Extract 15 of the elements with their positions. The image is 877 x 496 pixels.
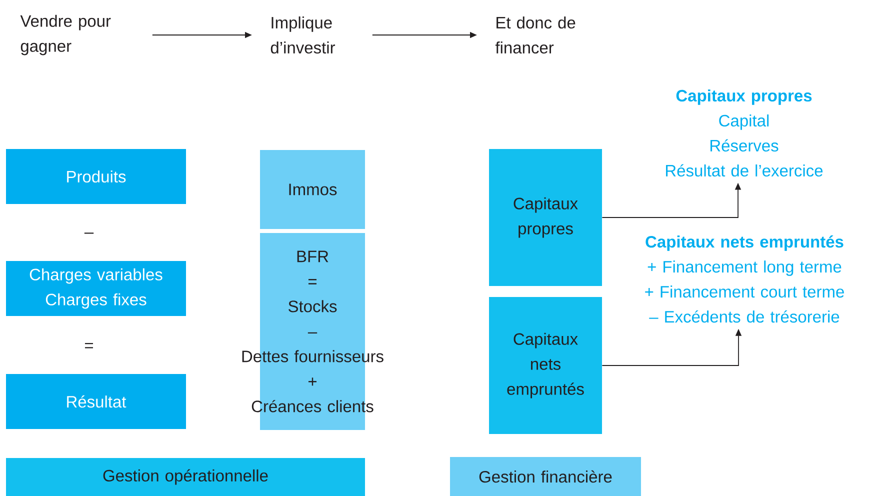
income-box: Résultat xyxy=(6,374,186,429)
income-box: Charges variables Charges fixes xyxy=(6,261,186,316)
capital-detail-text: Capitaux propres Capital Réserves Résultat de l’exercice xyxy=(666,89,823,177)
step-text: Et donc de financer xyxy=(495,16,576,54)
management-band: Gestion financière xyxy=(450,457,641,496)
operator-sign: – xyxy=(84,232,94,234)
income-box: Produits xyxy=(6,149,186,204)
step-text: Implique d’investir xyxy=(270,16,336,54)
management-band: Gestion opérationnelle xyxy=(6,458,365,496)
asset-box: Immos xyxy=(260,150,365,229)
capital-detail-text: Capitaux nets empruntés + Financement long terme + Financement court terme – Excédents de trésorerie xyxy=(645,235,844,323)
operator-sign: = xyxy=(84,342,93,348)
capital-box: Capitaux nets empruntés xyxy=(489,297,602,434)
step-text: Vendre pour gagner xyxy=(20,14,111,56)
capital-box: Capitaux propres xyxy=(489,149,602,286)
